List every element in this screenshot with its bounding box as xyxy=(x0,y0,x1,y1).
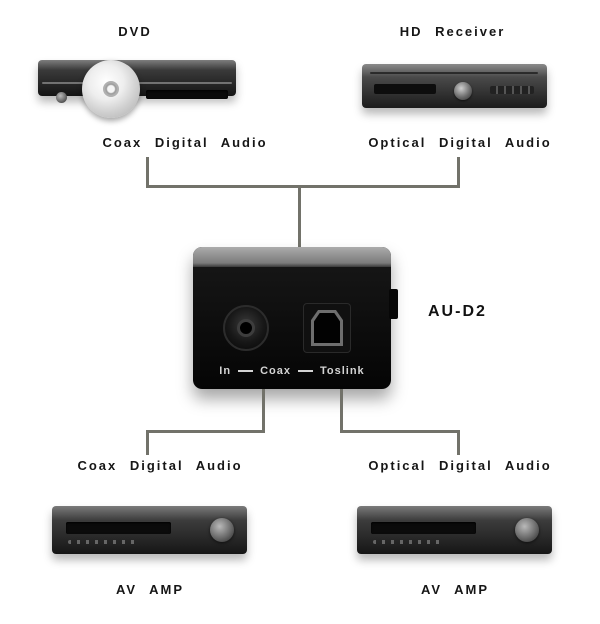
dvd-power-button-icon xyxy=(56,92,67,103)
converter-model-label: AU-D2 xyxy=(428,303,487,320)
dvd-title: DVD xyxy=(118,24,152,39)
panel-in-label: In xyxy=(219,365,232,377)
toslink-port-opening xyxy=(314,313,340,343)
hd-receiver-knob-icon xyxy=(454,82,472,100)
panel-coax-label: Coax xyxy=(260,365,291,377)
converter-image: In Coax Toslink xyxy=(193,247,398,389)
av-amp-left-display xyxy=(66,522,171,534)
av-amp-left-chassis xyxy=(52,506,247,554)
av-amp-right-display xyxy=(371,522,476,534)
coax-jack-icon xyxy=(223,305,269,351)
connection-line-dvd-down xyxy=(146,157,149,188)
av-amp-right-chassis xyxy=(357,506,552,554)
toslink-port-icon xyxy=(303,303,351,353)
hd-receiver-display xyxy=(374,84,436,94)
hd-receiver-chassis xyxy=(362,64,547,108)
av-amp-right-title: AV AMP xyxy=(420,582,490,597)
coax-jack-hole xyxy=(237,319,255,337)
av-amp-right-image xyxy=(357,506,552,558)
connection-line-amp-right-down xyxy=(457,430,460,455)
connection-line-receiver-down xyxy=(457,157,460,188)
hd-receiver-image xyxy=(362,60,547,112)
coax-output-label: Coax Digital Audio xyxy=(102,135,268,150)
hd-receiver-groove xyxy=(370,72,538,74)
connection-line-amp-left-down xyxy=(146,430,149,455)
cd-disc-hole xyxy=(103,81,119,97)
converter-side-switch xyxy=(389,289,398,319)
optical-input-label: Optical Digital Audio xyxy=(368,458,552,473)
cd-disc-icon xyxy=(82,60,140,118)
av-amp-left-buttons xyxy=(68,540,138,544)
av-amp-left-knob-icon xyxy=(210,518,234,542)
dvd-player-image xyxy=(38,60,238,120)
hd-receiver-title: HD Receiver xyxy=(399,24,506,39)
av-amp-right-buttons xyxy=(373,540,443,544)
hd-receiver-buttons xyxy=(490,86,534,94)
connection-line-bottom-right-horizontal xyxy=(340,430,460,433)
converter-top-panel xyxy=(193,247,391,267)
toslink-port-outline xyxy=(311,310,343,346)
panel-separator-line xyxy=(238,370,254,372)
panel-separator-line xyxy=(297,370,313,372)
connection-line-into-converter xyxy=(298,185,301,250)
av-amp-left-title: AV AMP xyxy=(115,582,185,597)
av-amp-right-knob-icon xyxy=(515,518,539,542)
connection-line-converter-left-down xyxy=(262,389,265,433)
av-amp-left-image xyxy=(52,506,247,558)
coax-input-label: Coax Digital Audio xyxy=(77,458,243,473)
connection-line-converter-right-down xyxy=(340,389,343,433)
dvd-disc-tray xyxy=(146,90,228,99)
optical-output-label: Optical Digital Audio xyxy=(368,135,552,150)
connection-line-bottom-left-horizontal xyxy=(146,430,265,433)
converter-panel-text: In Coax Toslink xyxy=(193,365,391,377)
connection-line-top-horizontal xyxy=(146,185,460,188)
panel-toslink-label: Toslink xyxy=(319,365,365,377)
